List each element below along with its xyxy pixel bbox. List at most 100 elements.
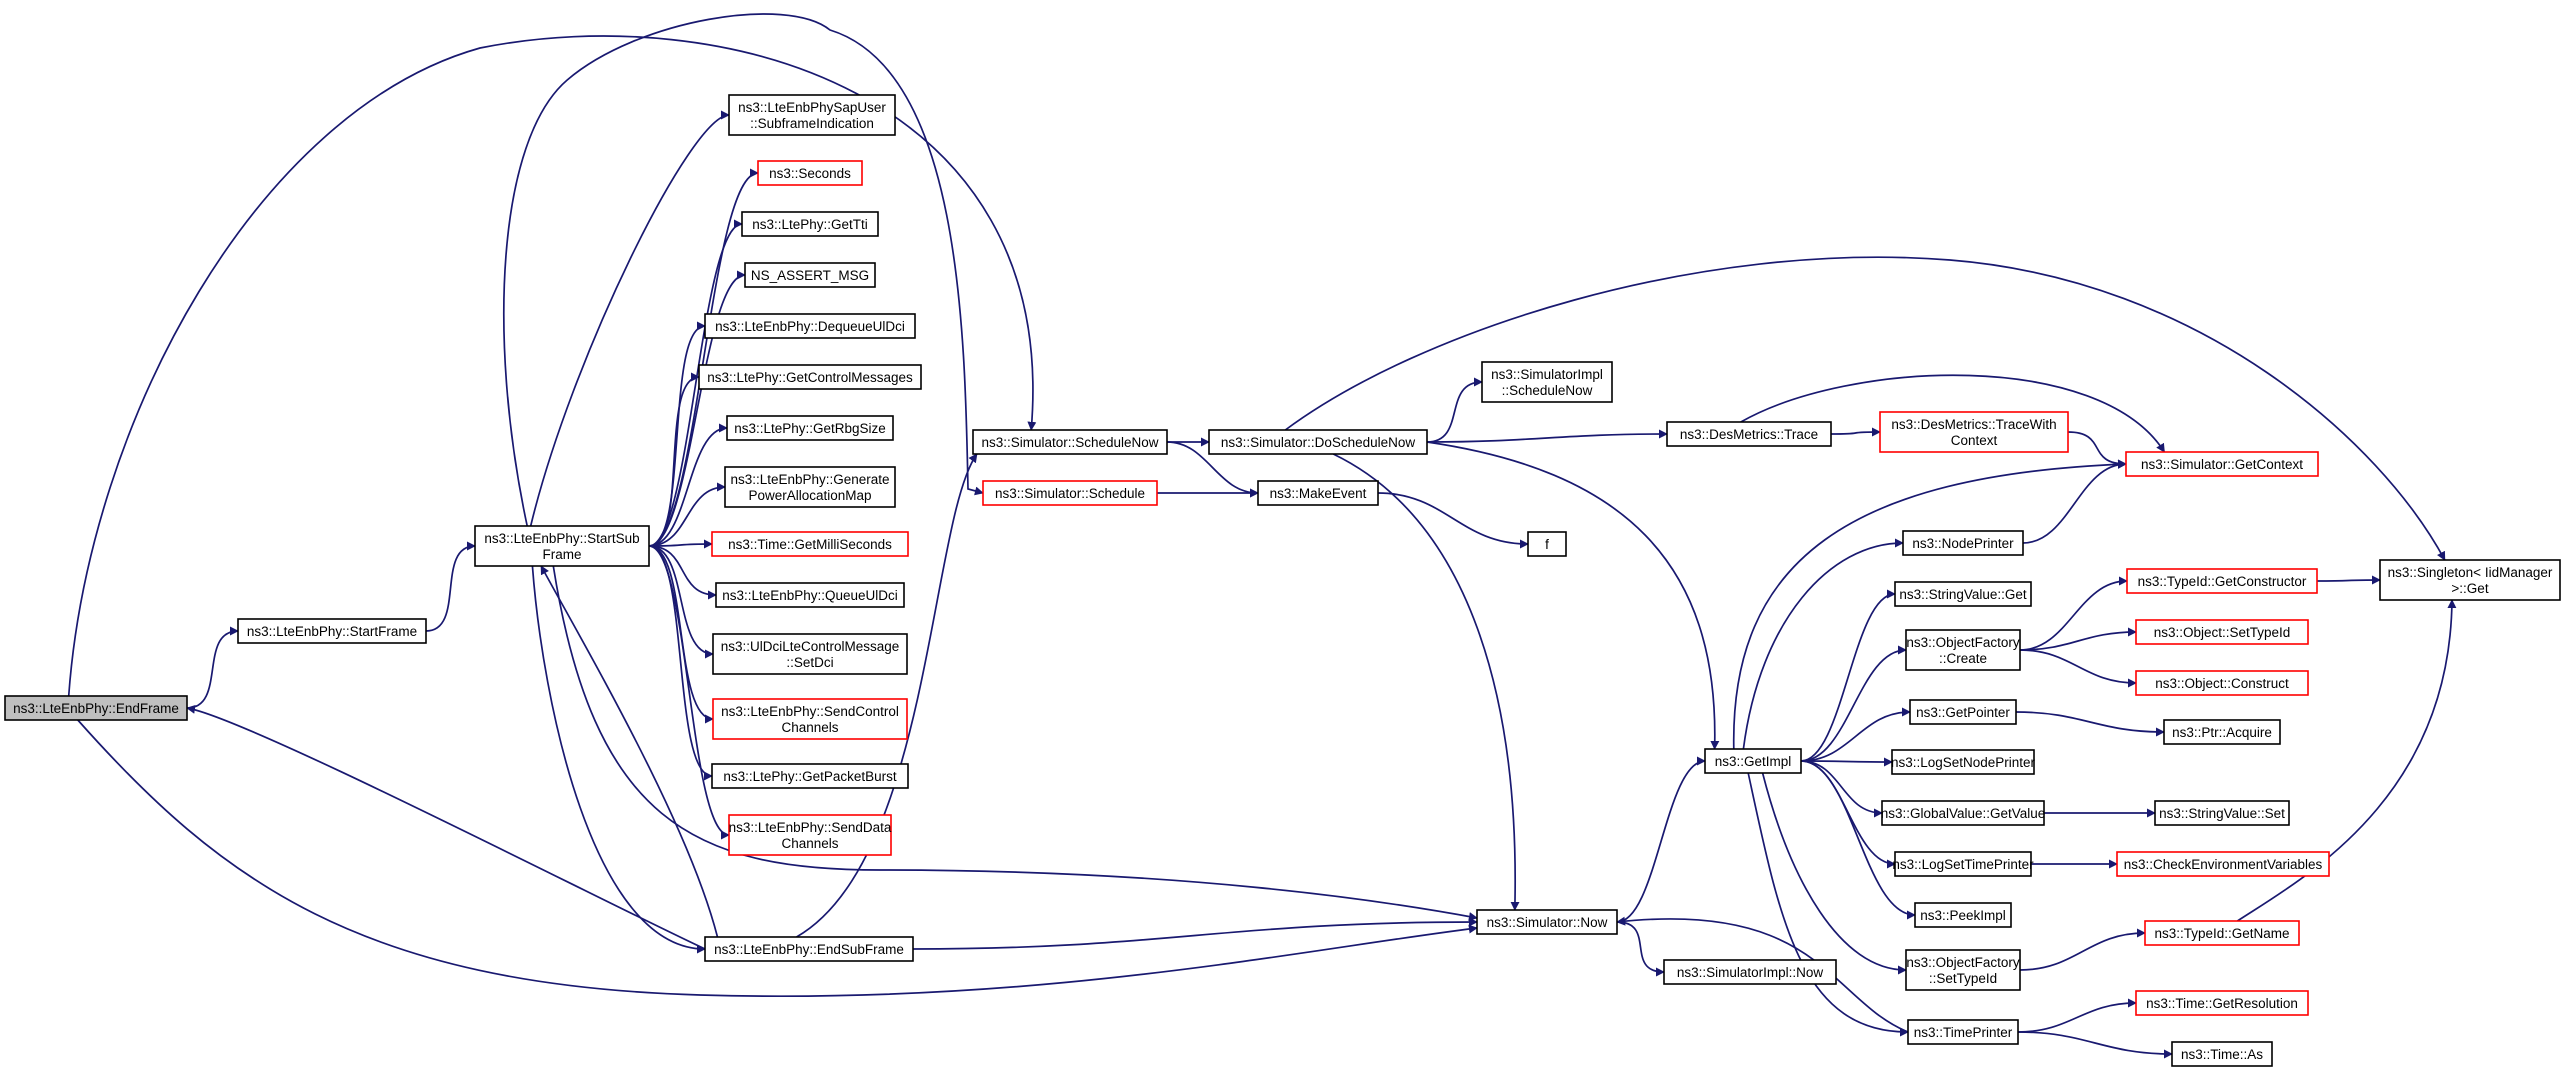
- node-label: NS_ASSERT_MSG: [751, 268, 869, 283]
- node-box: [1666, 421, 1832, 447]
- node-SimImplNow[interactable]: ns3::SimulatorImpl::Now: [1663, 959, 1837, 985]
- node-MakeEvent[interactable]: ns3::MakeEvent: [1257, 480, 1379, 506]
- node-GetResolution[interactable]: ns3::Time::GetResolution: [2135, 990, 2309, 1016]
- node-StringValueGet[interactable]: ns3::StringValue::Get: [1894, 581, 2032, 607]
- node-label: ns3::StringValue::Get: [1899, 587, 2027, 602]
- node-ObjectSetTypeId[interactable]: ns3::Object::SetTypeId: [2135, 619, 2309, 645]
- edge-DoScheduleNow-to-Trace: [1426, 429, 1668, 443]
- node-label: ::Create: [1939, 651, 1987, 666]
- node-label: ns3::Time::As: [2181, 1047, 2263, 1062]
- node-GetTti[interactable]: ns3::LtePhy::GetTti: [741, 211, 879, 237]
- edge-GetPointer-to-PtrAcquire: [2015, 711, 2165, 737]
- node-LogSetTimePrinter[interactable]: ns3::LogSetTimePrinter: [1892, 851, 2034, 877]
- node-box: [728, 814, 892, 856]
- node-CheckEnvironmentVariables[interactable]: ns3::CheckEnvironmentVariables: [2116, 851, 2330, 877]
- node-GeneratePowerAllocationMap[interactable]: ns3::LteEnbPhy::GeneratePowerAllocationM…: [724, 466, 896, 508]
- node-ObjectFactorySetTypeId[interactable]: ns3::ObjectFactory::SetTypeId: [1905, 949, 2021, 991]
- edge-GetImpl-to-ObjectFactorySetTypeId: [1761, 772, 1907, 975]
- node-GlobalValueGetValue[interactable]: ns3::GlobalValue::GetValue: [1881, 800, 2046, 826]
- node-SingletonGet[interactable]: ns3::Singleton< IidManager>::Get: [2379, 559, 2561, 601]
- node-label: ns3::Time::GetResolution: [2146, 996, 2298, 1011]
- edge-StartFrame-to-StartSubFrame: [425, 541, 476, 632]
- node-label: ns3::Object::SetTypeId: [2154, 625, 2291, 640]
- node-DoScheduleNow[interactable]: ns3::Simulator::DoScheduleNow: [1208, 429, 1428, 455]
- node-SetDci[interactable]: ns3::UlDciLteControlMessage::SetDci: [712, 633, 908, 675]
- edge-TimePrinter-to-SimNow: [1616, 916, 1909, 1033]
- node-EndSubFrame[interactable]: ns3::LteEnbPhy::EndSubFrame: [704, 936, 914, 962]
- node-label: ns3::LteEnbPhy::DequeueUlDci: [715, 319, 905, 334]
- node-label: Channels: [781, 836, 838, 851]
- node-label: ns3::SimulatorImpl::Now: [1677, 965, 1824, 980]
- node-box: [2135, 990, 2309, 1016]
- node-label: ::SetDci: [786, 655, 833, 670]
- node-label: Frame: [542, 547, 581, 562]
- node-LogSetNodePrinter[interactable]: ns3::LogSetNodePrinter: [1891, 749, 2036, 775]
- edge-ObjectFactoryCreate-to-ObjectConstruct: [2019, 649, 2137, 688]
- node-SubframeIndication[interactable]: ns3::LteEnbPhySapUser::SubframeIndicatio…: [728, 94, 896, 136]
- node-label: ns3::Seconds: [769, 166, 851, 181]
- node-EndFrame[interactable]: ns3::LteEnbPhy::EndFrame: [4, 695, 188, 721]
- node-NodePrinter[interactable]: ns3::NodePrinter: [1902, 530, 2024, 556]
- node-f[interactable]: f: [1527, 531, 1567, 557]
- node-Schedule[interactable]: ns3::Simulator::Schedule: [982, 480, 1158, 506]
- node-box: [704, 313, 916, 339]
- node-box: [2163, 719, 2281, 745]
- edge-StartSubFrame-to-QueueUlDci: [648, 545, 717, 600]
- node-TimePrinter[interactable]: ns3::TimePrinter: [1907, 1019, 2019, 1045]
- node-GetRbgSize[interactable]: ns3::LtePhy::GetRbgSize: [726, 415, 894, 441]
- edge-GetImpl-to-StringValueGet: [1800, 589, 1896, 762]
- node-GetControlMessages[interactable]: ns3::LtePhy::GetControlMessages: [698, 364, 922, 390]
- node-PtrAcquire[interactable]: ns3::Ptr::Acquire: [2163, 719, 2281, 745]
- node-box: [1914, 902, 2012, 928]
- node-TimeAs[interactable]: ns3::Time::As: [2171, 1041, 2273, 1067]
- node-box: [237, 618, 427, 644]
- node-GetImpl[interactable]: ns3::GetImpl: [1704, 748, 1802, 774]
- node-GetPacketBurst[interactable]: ns3::LtePhy::GetPacketBurst: [711, 763, 909, 789]
- node-box: [2125, 451, 2319, 477]
- node-ObjectFactoryCreate[interactable]: ns3::ObjectFactory::Create: [1905, 629, 2021, 671]
- node-GetConstructor[interactable]: ns3::TypeId::GetConstructor: [2126, 568, 2318, 594]
- node-label: ns3::NodePrinter: [1912, 536, 2014, 551]
- node-StringValueSet[interactable]: ns3::StringValue::Set: [2154, 800, 2290, 826]
- node-TypeIdGetName[interactable]: ns3::TypeId::GetName: [2144, 920, 2300, 946]
- node-label: ns3::LteEnbPhy::EndSubFrame: [714, 942, 904, 957]
- edge-EndSubFrame-to-StartSubFrame: [540, 565, 719, 938]
- node-box: [4, 695, 188, 721]
- node-GetMilliSeconds[interactable]: ns3::Time::GetMilliSeconds: [711, 531, 909, 557]
- node-DequeueUlDci[interactable]: ns3::LteEnbPhy::DequeueUlDci: [704, 313, 916, 339]
- node-box: [712, 633, 908, 675]
- edge-StartSubFrame-to-Schedule: [503, 13, 984, 527]
- node-SimNow[interactable]: ns3::Simulator::Now: [1476, 909, 1618, 935]
- node-PeekImpl[interactable]: ns3::PeekImpl: [1914, 902, 2012, 928]
- node-box: [1907, 1019, 2019, 1045]
- node-label: Channels: [781, 720, 838, 735]
- node-label: ns3::DesMetrics::Trace: [1680, 427, 1818, 442]
- node-ObjectConstruct[interactable]: ns3::Object::Construct: [2135, 670, 2309, 696]
- node-GetPointer[interactable]: ns3::GetPointer: [1909, 699, 2017, 725]
- node-StartFrame[interactable]: ns3::LteEnbPhy::StartFrame: [237, 618, 427, 644]
- node-label: ns3::LteEnbPhy::EndFrame: [13, 701, 179, 716]
- node-QueueUlDci[interactable]: ns3::LteEnbPhy::QueueUlDci: [715, 582, 905, 608]
- node-label: ns3::DesMetrics::TraceWith: [1891, 417, 2056, 432]
- node-label: >::Get: [2451, 581, 2488, 596]
- node-label: ns3::LteEnbPhySapUser: [738, 100, 886, 115]
- node-label: ns3::TimePrinter: [1914, 1025, 2013, 1040]
- node-GetContext[interactable]: ns3::Simulator::GetContext: [2125, 451, 2319, 477]
- edge-GetImpl-to-GetPointer: [1800, 707, 1911, 762]
- node-Seconds[interactable]: ns3::Seconds: [757, 160, 863, 186]
- node-box: [1257, 480, 1379, 506]
- edge-DoScheduleNow-to-GetImpl: [1426, 441, 1720, 750]
- node-Trace[interactable]: ns3::DesMetrics::Trace: [1666, 421, 1832, 447]
- node-SimImplScheduleNow[interactable]: ns3::SimulatorImpl::ScheduleNow: [1481, 361, 1613, 403]
- edge-TimePrinter-to-GetResolution: [2017, 998, 2137, 1033]
- node-box: [2379, 559, 2561, 601]
- node-NS_ASSERT_MSG[interactable]: NS_ASSERT_MSG: [744, 262, 876, 288]
- edge-DoScheduleNow-to-SimImplScheduleNow: [1426, 377, 1483, 443]
- node-ScheduleNow[interactable]: ns3::Simulator::ScheduleNow: [972, 429, 1168, 455]
- edge-StartSubFrame-to-SimNow: [552, 565, 1478, 921]
- node-box: [711, 763, 909, 789]
